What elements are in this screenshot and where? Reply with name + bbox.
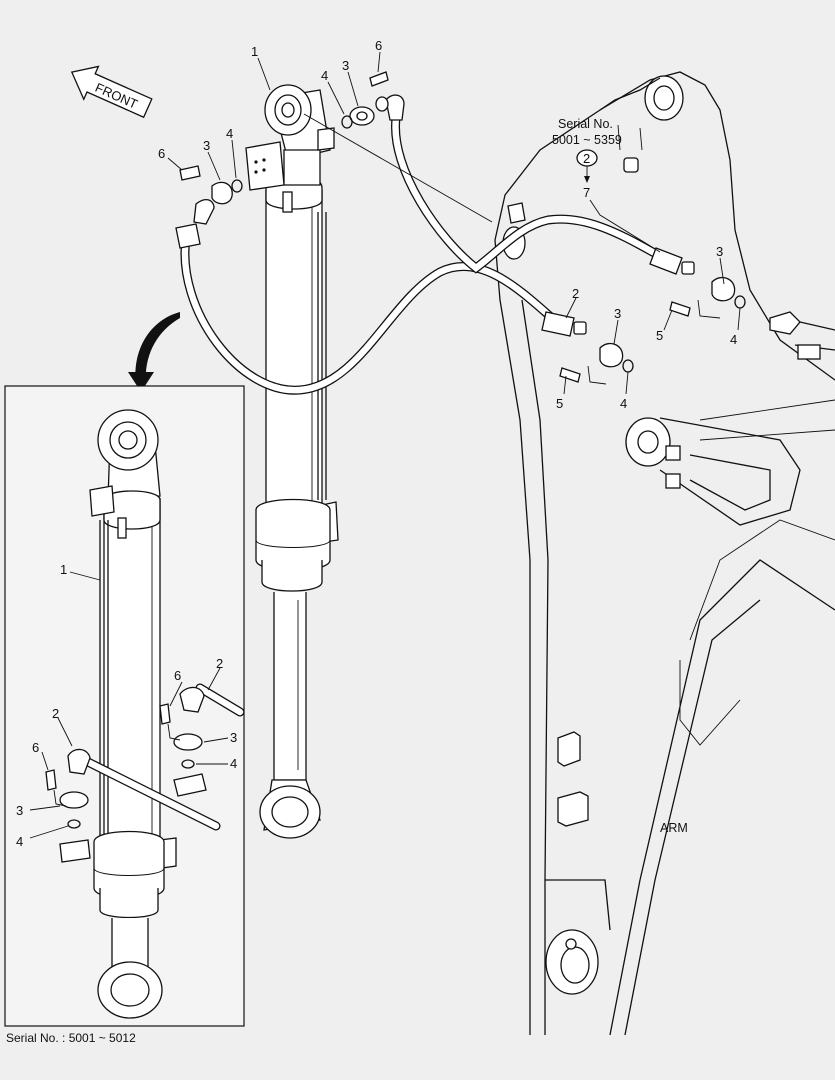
callout-main-6-top: 6 bbox=[375, 38, 382, 53]
callout-main-3-r2: 3 bbox=[614, 306, 621, 321]
flange-parts-main bbox=[179, 71, 746, 385]
callout-main-6-left: 6 bbox=[158, 146, 165, 161]
callout-main-4-left: 4 bbox=[226, 126, 233, 141]
callout-main-3-left: 3 bbox=[203, 138, 210, 153]
callout-main-7: 7 bbox=[583, 185, 590, 200]
callout-inset-4a: 4 bbox=[230, 756, 237, 771]
callout-main-5-r1: 5 bbox=[656, 328, 663, 343]
callout-main-4-r1: 4 bbox=[730, 332, 737, 347]
serial-main-line1: Serial No. bbox=[558, 117, 613, 131]
callouts-main: 1 6 3 4 6 3 4 Serial No. 5001 ~ 5359 2 7… bbox=[158, 38, 741, 411]
inset-pointer-arrow bbox=[128, 312, 180, 392]
callout-inset-4b: 4 bbox=[16, 834, 23, 849]
callout-main-4-r2: 4 bbox=[620, 396, 627, 411]
arm-structure: ARM bbox=[494, 71, 835, 1036]
callout-main-2: 2 bbox=[572, 286, 579, 301]
callout-inset-3b: 3 bbox=[16, 803, 23, 818]
callout-main-3-top: 3 bbox=[342, 58, 349, 73]
callout-main-1: 1 bbox=[251, 44, 258, 59]
callout-main-5-r2: 5 bbox=[556, 396, 563, 411]
callout-main-3-r1: 3 bbox=[716, 244, 723, 259]
serial-main-line2: 5001 ~ 5359 bbox=[552, 133, 622, 147]
arm-label: ARM bbox=[660, 821, 688, 835]
callout-main-4-top: 4 bbox=[321, 68, 328, 83]
circled-callout: 2 bbox=[583, 151, 590, 166]
callout-inset-2b: 2 bbox=[52, 706, 59, 721]
serial-inset: Serial No. : 5001 ~ 5012 bbox=[6, 1031, 136, 1045]
callout-inset-3a: 3 bbox=[230, 730, 237, 745]
callout-inset-1: 1 bbox=[60, 562, 67, 577]
hose-lines bbox=[175, 94, 695, 395]
front-arrow: FRONT bbox=[70, 65, 153, 119]
inset-detail: 1 6 2 3 4 2 6 3 4 bbox=[4, 385, 245, 1027]
callout-inset-6a: 6 bbox=[174, 668, 181, 683]
callout-inset-6b: 6 bbox=[32, 740, 39, 755]
main-cylinder bbox=[245, 84, 339, 839]
callout-inset-2a: 2 bbox=[216, 656, 223, 671]
